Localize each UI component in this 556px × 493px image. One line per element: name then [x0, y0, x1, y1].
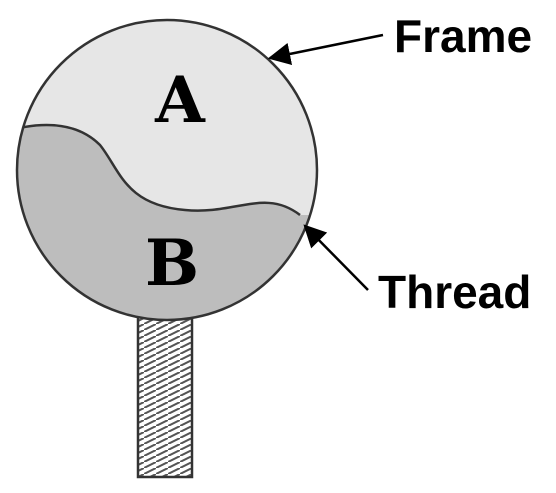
region-b-area: [17, 125, 317, 320]
frame-outline: [15, 18, 319, 322]
frame-label: Frame: [394, 10, 532, 62]
frame-arrow: [267, 33, 384, 65]
threaded-stem: [136, 310, 194, 479]
region-b-label: B: [145, 226, 199, 301]
region-a-label: A: [154, 63, 206, 138]
interface-line: [17, 123, 301, 216]
thread-arrow: [303, 224, 369, 291]
thread-label: Thread: [378, 266, 531, 318]
